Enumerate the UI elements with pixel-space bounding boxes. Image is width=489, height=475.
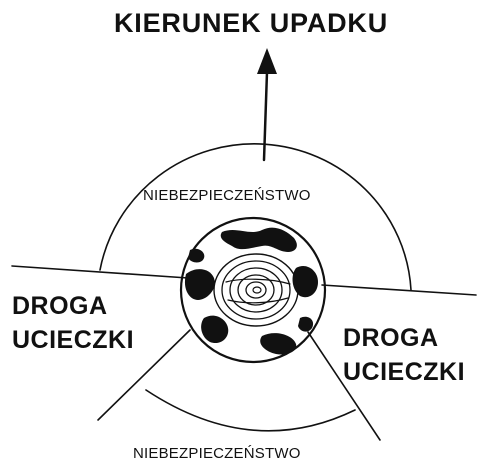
escape-route-right-line2: UCIECZKI bbox=[343, 358, 466, 386]
fall-direction-arrow-shaft bbox=[262, 70, 269, 162]
escape-route-left-line2: UCIECZKI bbox=[12, 326, 135, 354]
lower-right-diagonal-line bbox=[307, 331, 381, 441]
right-boundary-line bbox=[321, 284, 477, 296]
fall-direction-title: KIERUNEK UPADKU bbox=[114, 8, 389, 38]
tree-stump-icon bbox=[179, 216, 327, 364]
upper-danger-arc bbox=[99, 143, 412, 291]
lower-left-diagonal-line bbox=[97, 329, 191, 421]
left-boundary-line bbox=[11, 265, 189, 279]
fall-direction-arrowhead bbox=[257, 48, 277, 74]
danger-zone-top-label: NIEBEZPIECZEŃSTWO bbox=[143, 187, 311, 204]
lower-danger-arc bbox=[145, 389, 356, 432]
danger-zone-bottom-label: NIEBEZPIECZEŃSTWO bbox=[133, 445, 301, 462]
escape-route-right-line1: DROGA bbox=[343, 324, 439, 352]
escape-route-left-line1: DROGA bbox=[12, 292, 108, 320]
